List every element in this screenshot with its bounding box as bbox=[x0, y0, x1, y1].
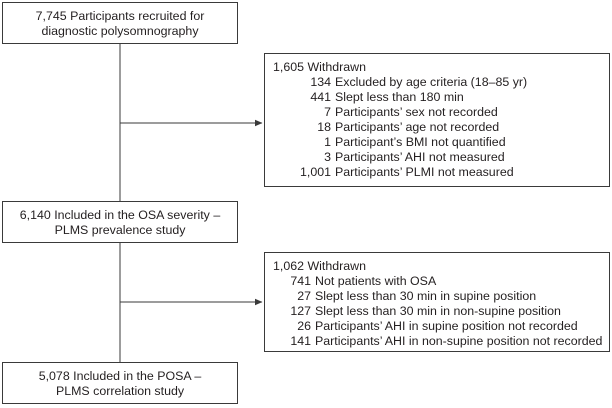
withdrawn-count: 741 bbox=[290, 274, 311, 288]
osa-severity-study-box: 6,140 Included in the OSA severity – PLM… bbox=[2, 201, 238, 243]
withdrawn-reason: Slept less than 30 min in non-supine pos… bbox=[315, 304, 561, 318]
posa-study-line-1: 5,078 Included in the POSA – bbox=[38, 369, 202, 383]
list-item: 18 Participants’ age not recorded bbox=[265, 120, 527, 135]
withdrawn-count: 441 bbox=[310, 90, 331, 104]
withdrawn-2-list: 741 Not patients with OSA 27 Slept less … bbox=[265, 274, 602, 349]
withdrawn-count: 26 bbox=[297, 319, 311, 333]
withdrawn-reason: Not patients with OSA bbox=[315, 274, 437, 288]
withdrawn-count: 18 bbox=[317, 120, 331, 134]
withdrawn-reason: Participant’s BMI not quantified bbox=[335, 135, 506, 149]
withdrawn-reason: Slept less than 30 min in supine positio… bbox=[315, 289, 537, 303]
withdrawn-reason: Slept less than 180 min bbox=[335, 90, 464, 104]
withdrawn-reason: Participants’ AHI in supine position not… bbox=[315, 319, 578, 333]
withdrawn-reason: Participants’ PLMI not measured bbox=[335, 165, 514, 179]
list-item: 3 Participants’ AHI not measured bbox=[265, 150, 527, 165]
withdrawn-count: 141 bbox=[290, 334, 311, 348]
list-item: 26 Participants’ AHI in supine position … bbox=[265, 319, 602, 334]
list-item: 141 Participants’ AHI in non-supine posi… bbox=[265, 334, 602, 349]
withdrawn-1-title: 1,605 Withdrawn bbox=[273, 60, 366, 74]
list-item: 127 Slept less than 30 min in non-supine… bbox=[265, 304, 602, 319]
withdrawn-box-2: 1,062 Withdrawn 741 Not patients with OS… bbox=[264, 252, 610, 352]
recruited-line-2: diagnostic polysomnography bbox=[41, 24, 199, 38]
withdrawn-count: 7 bbox=[324, 105, 331, 119]
withdrawn-count: 3 bbox=[324, 150, 331, 164]
withdrawn-reason: Participants’ sex not recorded bbox=[335, 105, 498, 119]
withdrawn-count: 27 bbox=[297, 289, 311, 303]
withdrawn-2-title: 1,062 Withdrawn bbox=[273, 259, 366, 273]
recruited-box: 7,745 Participants recruited for diagnos… bbox=[2, 2, 238, 44]
list-item: 1 Participant’s BMI not quantified bbox=[265, 135, 527, 150]
withdrawn-reason: Excluded by age criteria (18–85 yr) bbox=[335, 75, 528, 89]
withdrawn-box-1: 1,605 Withdrawn 134 Excluded by age crit… bbox=[264, 53, 610, 187]
osa-study-line-2: PLMS prevalence study bbox=[54, 223, 186, 237]
list-item: 441 Slept less than 180 min bbox=[265, 90, 527, 105]
withdrawn-count: 1,001 bbox=[299, 165, 331, 179]
list-item: 134 Excluded by age criteria (18–85 yr) bbox=[265, 75, 527, 90]
withdrawn-count: 1 bbox=[324, 135, 331, 149]
withdrawn-count: 127 bbox=[290, 304, 311, 318]
list-item: 7 Participants’ sex not recorded bbox=[265, 105, 527, 120]
posa-correlation-study-box: 5,078 Included in the POSA – PLMS correl… bbox=[2, 362, 238, 404]
list-item: 1,001 Participants’ PLMI not measured bbox=[265, 165, 527, 180]
withdrawn-reason: Participants’ AHI not measured bbox=[335, 150, 505, 164]
list-item: 741 Not patients with OSA bbox=[265, 274, 602, 289]
withdrawn-count: 134 bbox=[310, 75, 331, 89]
recruited-line-1: 7,745 Participants recruited for bbox=[35, 9, 205, 23]
withdrawn-1-list: 134 Excluded by age criteria (18–85 yr) … bbox=[265, 75, 527, 180]
withdrawn-reason: Participants’ age not recorded bbox=[335, 120, 500, 134]
list-item: 27 Slept less than 30 min in supine posi… bbox=[265, 289, 602, 304]
osa-study-line-1: 6,140 Included in the OSA severity – bbox=[19, 208, 221, 222]
posa-study-line-2: PLMS correlation study bbox=[55, 384, 185, 398]
withdrawn-reason: Participants’ AHI in non-supine position… bbox=[315, 334, 603, 348]
